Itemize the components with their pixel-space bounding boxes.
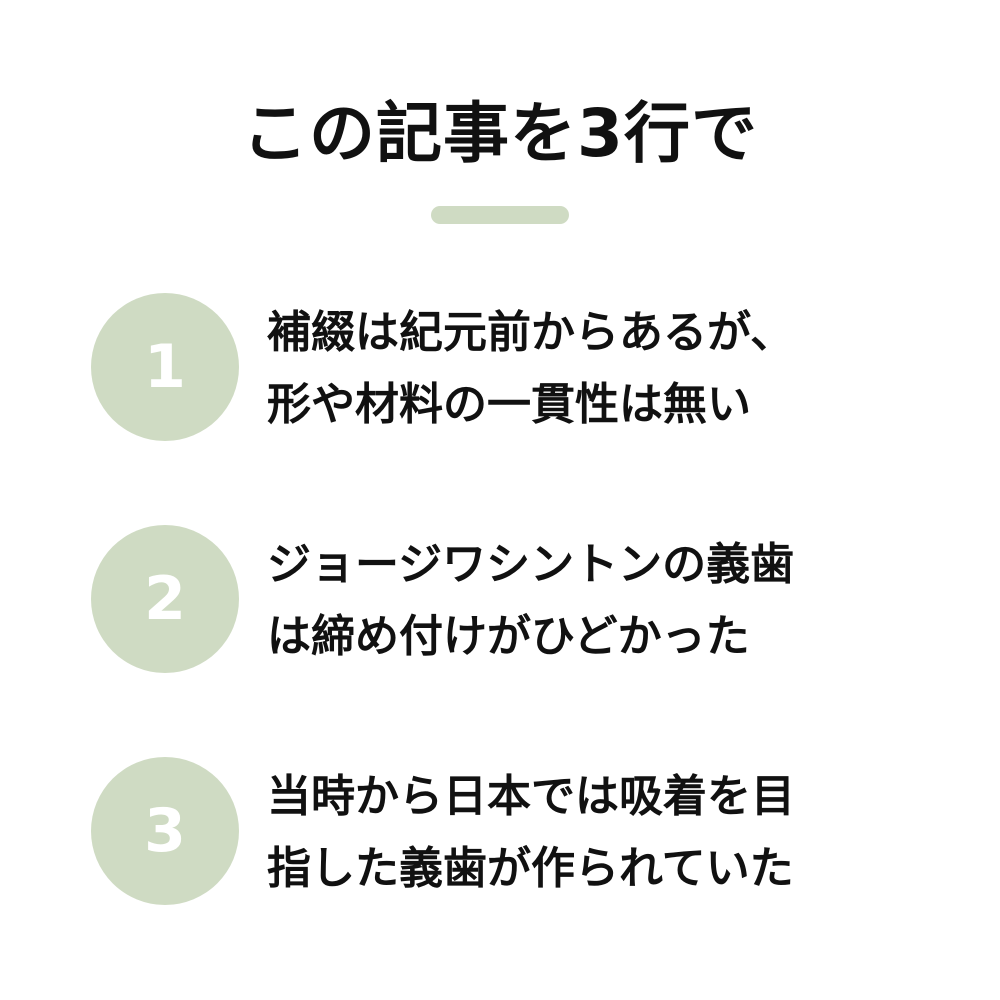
- summary-text: 当時から日本では吸着を目 指した義歯が作られていた: [267, 761, 927, 905]
- summary-item-2: 2 ジョージワシントンの義歯 は締め付けがひどかった: [0, 525, 1000, 675]
- summary-line-2: は締め付けがひどかった: [267, 611, 750, 662]
- summary-line-2: 形や材料の一貫性は無い: [267, 379, 751, 430]
- number-badge: 3: [91, 757, 239, 905]
- number-badge: 1: [91, 293, 239, 441]
- summary-item-1: 1 補綴は紀元前からあるが、 形や材料の一貫性は無い: [0, 293, 1000, 443]
- summary-text: 補綴は紀元前からあるが、 形や材料の一貫性は無い: [267, 297, 927, 441]
- summary-line-1: 補綴は紀元前からあるが、: [267, 307, 795, 358]
- summary-item-3: 3 当時から日本では吸着を目 指した義歯が作られていた: [0, 757, 1000, 907]
- number-badge: 2: [91, 525, 239, 673]
- summary-line-1: ジョージワシントンの義歯: [267, 539, 795, 590]
- summary-line-2: 指した義歯が作られていた: [267, 843, 794, 894]
- summary-line-1: 当時から日本では吸着を目: [267, 771, 795, 822]
- page-title: この記事を3行で: [242, 95, 758, 172]
- summary-text: ジョージワシントンの義歯 は締め付けがひどかった: [267, 529, 927, 673]
- title-divider: [431, 206, 569, 224]
